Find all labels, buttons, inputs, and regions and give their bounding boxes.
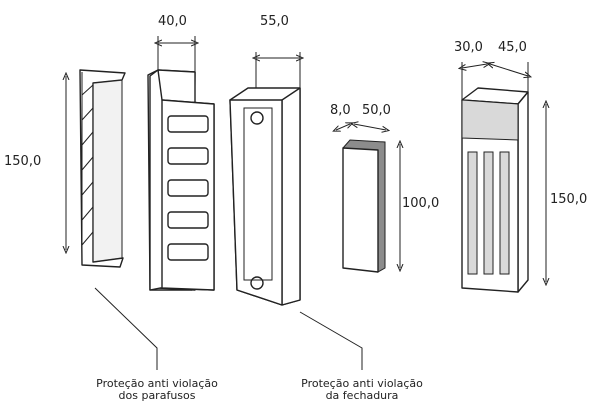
dimension-thickness-plate: 8,0: [330, 103, 351, 118]
dimension-width-plate: 50,0: [362, 103, 391, 118]
dimension-height-left: 150,0: [4, 154, 42, 169]
caption-lock-line1: Proteção anti violação: [301, 377, 423, 390]
lock-housing-part: [229, 87, 301, 306]
caption-lock-protection: Proteção anti violação da fechadura: [286, 378, 438, 402]
caption-leaders: [94, 287, 363, 370]
slotted-cover-part: [147, 69, 215, 291]
small-plate-part: [342, 139, 386, 273]
dimension-width-cover: 40,0: [158, 14, 187, 29]
caption-screw-line1: Proteção anti violação: [96, 377, 218, 390]
dimension-width-block: 45,0: [498, 40, 527, 55]
dimension-height-block: 150,0: [550, 192, 588, 207]
dimension-lines: [66, 36, 546, 282]
dimension-height-plate: 100,0: [402, 196, 440, 211]
dimension-depth-block: 30,0: [454, 40, 483, 55]
caption-screw-line2: dos parafusos: [118, 389, 196, 402]
caption-screw-protection: Proteção anti violação dos parafusos: [86, 378, 228, 402]
dimension-width-housing: 55,0: [260, 14, 289, 29]
screw-cover-part: [79, 69, 126, 268]
caption-lock-line2: da fechadura: [325, 389, 399, 402]
lock-block-part: [461, 87, 529, 293]
